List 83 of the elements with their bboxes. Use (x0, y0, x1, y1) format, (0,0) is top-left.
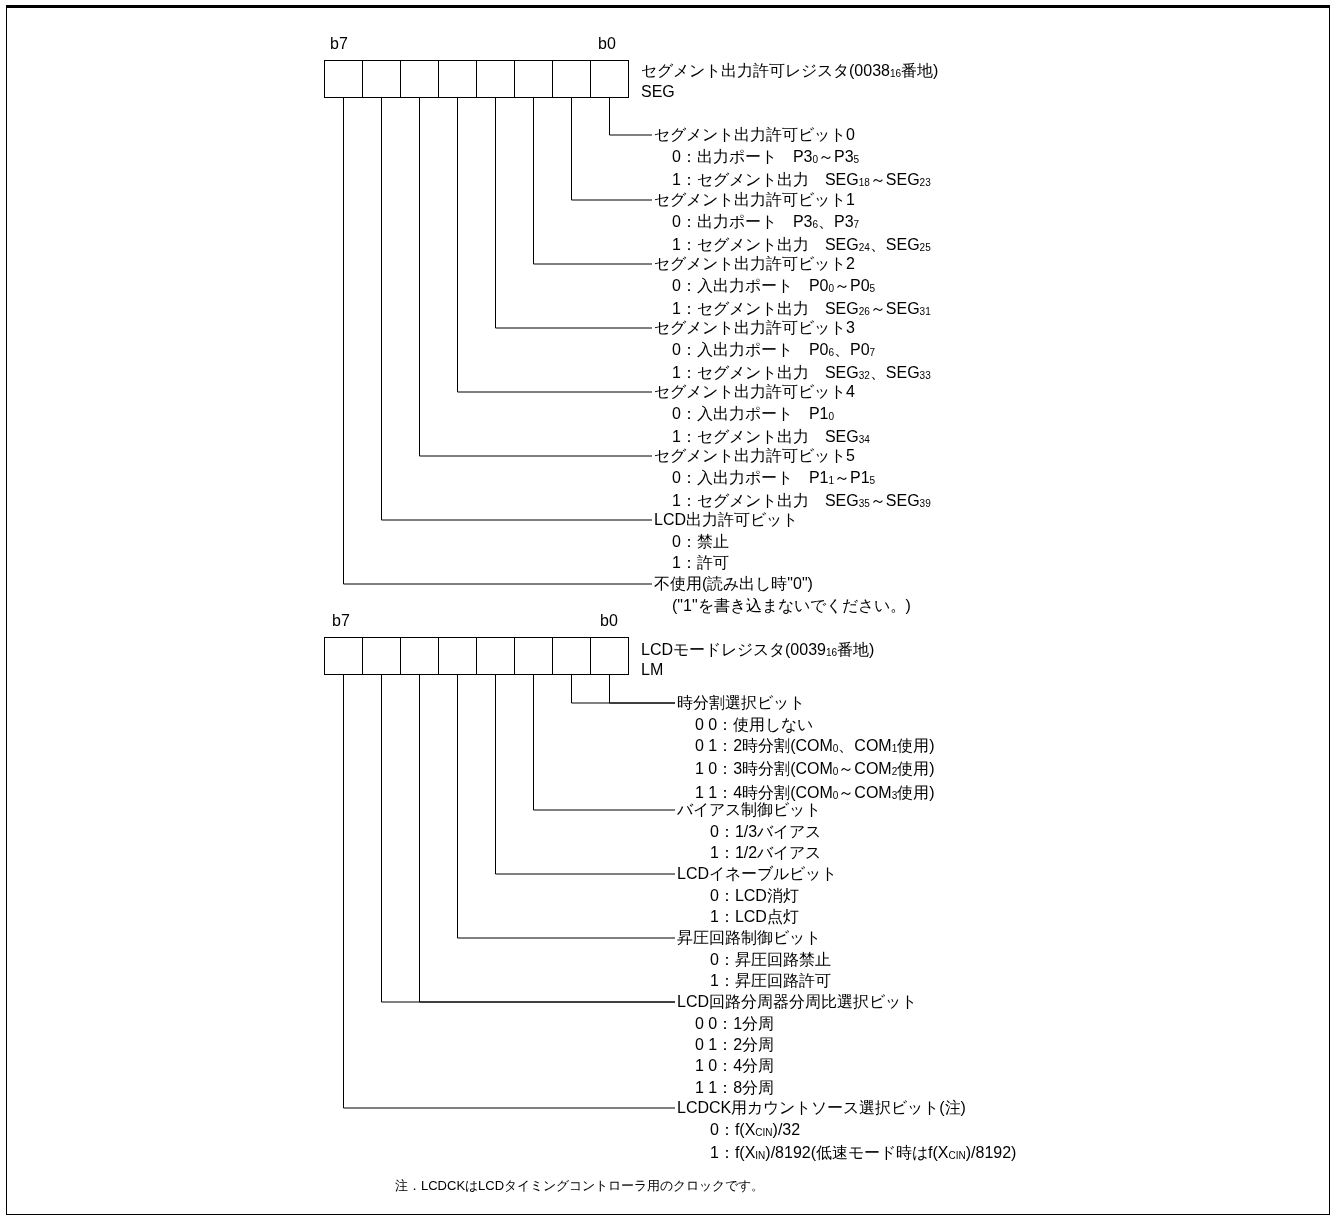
register-bit-cell (362, 60, 401, 98)
register-bit-cell (590, 637, 629, 675)
leader-line (495, 97, 653, 329)
bit-setting: 0：入出力ポート P1$_{1}$～P1$_{5}$ (672, 467, 876, 488)
register-bit-cell (552, 637, 591, 675)
register-symbol: LM (641, 660, 664, 680)
register-bit-cell (514, 637, 553, 675)
bit-setting: 0 1：2分周 (695, 1034, 775, 1055)
bit-setting: 0：出力ポート P3$_{6}$、P3$_{7}$ (672, 211, 860, 232)
bit-setting: ("1"を書き込まないでください。) (672, 595, 911, 616)
bit-name: LCD回路分周器分周比選択ビット (677, 992, 917, 1013)
bit-setting: 0 1：2時分割(COM$_{0}$、COM$_{1}$使用) (695, 735, 935, 756)
leader-line (533, 97, 653, 265)
bit-setting: 1：セグメント出力 SEG$_{24}$、SEG$_{25}$ (672, 234, 931, 255)
bit-setting: 1：f(X$_{IN}$)/8192(低速モード時はf(X$_{CIN}$)/8192) (710, 1142, 1017, 1163)
bit-name: LCDCK用カウントソース選択ビット(注) (677, 1098, 966, 1119)
register-name: セグメント出力許可レジスタ(0038$_{16}$番地) (641, 61, 939, 81)
bit-name: 昇圧回路制御ビット (677, 928, 821, 949)
footnote: 注．LCDCKはLCDタイミングコントローラ用のクロックです。 (395, 1177, 765, 1195)
bit-name: セグメント出力許可ビット2 (654, 254, 855, 275)
leader-line (609, 97, 653, 136)
bit-setting: 0：入出力ポート P0$_{0}$～P0$_{5}$ (672, 275, 876, 296)
bit-name: セグメント出力許可ビット3 (654, 318, 855, 339)
leader-line (419, 97, 653, 457)
bit-setting: 1：LCD点灯 (710, 906, 799, 927)
register-bit-cell (324, 60, 363, 98)
bit-name: セグメント出力許可ビット5 (654, 446, 855, 467)
bit-setting: 1 1：8分周 (695, 1077, 775, 1098)
register-symbol: SEG (641, 82, 675, 102)
bit-name: セグメント出力許可ビット4 (654, 382, 855, 403)
register-name: LCDモードレジスタ(0039$_{16}$番地) (641, 640, 875, 660)
bit-name: セグメント出力許可ビット0 (654, 125, 855, 146)
leader-line (457, 674, 676, 939)
bit-setting: 1：許可 (672, 552, 729, 573)
leader-line (495, 674, 676, 875)
bit-setting: 0：LCD消灯 (710, 885, 799, 906)
bit-setting: 0：入出力ポート P0$_{6}$、P0$_{7}$ (672, 339, 876, 360)
leader-line (609, 674, 676, 704)
leader-line (343, 97, 653, 585)
bit-setting: 0：f(X$_{CIN}$)/32 (710, 1119, 801, 1140)
register-bit-cell (476, 60, 515, 98)
register-bit-cell (324, 637, 363, 675)
bit-setting: 1：1/2バイアス (710, 842, 822, 863)
leader-line (533, 674, 676, 811)
bit-setting: 0：禁止 (672, 531, 729, 552)
register-bit-cell (362, 637, 401, 675)
bit-setting: 1 0：3時分割(COM$_{0}$～COM$_{2}$使用) (695, 759, 935, 780)
bit-setting: 1：セグメント出力 SEG$_{35}$～SEG$_{39}$ (672, 490, 931, 511)
register-bit-cell (476, 637, 515, 675)
bit-setting: 1：セグメント出力 SEG$_{32}$、SEG$_{33}$ (672, 362, 931, 383)
bit-name: 時分割選択ビット (677, 693, 805, 714)
bit-setting: 1 0：4分周 (695, 1056, 775, 1077)
bit-setting: 1：セグメント出力 SEG$_{34}$ (672, 426, 870, 447)
bit-setting: 1：昇圧回路許可 (710, 970, 831, 991)
bit-setting: 1：セグメント出力 SEG$_{26}$～SEG$_{31}$ (672, 298, 931, 319)
bit-setting: 0：1/3バイアス (710, 821, 822, 842)
bit-name: LCDイネーブルビット (677, 864, 837, 885)
bit-name: バイアス制御ビット (677, 801, 821, 821)
bit-setting: 0 0：使用しない (695, 714, 814, 735)
leader-line (571, 97, 653, 201)
bit-name: LCD出力許可ビット (654, 510, 798, 531)
bit-name: 不使用(読み出し時"0") (654, 574, 813, 595)
bit-setting: 0：出力ポート P3$_{0}$～P3$_{5}$ (672, 146, 860, 167)
bit-setting: 0：昇圧回路禁止 (710, 949, 831, 970)
bit-setting: 1：セグメント出力 SEG$_{18}$～SEG$_{23}$ (672, 169, 931, 190)
register-bit-cell (590, 60, 629, 98)
bit-setting: 0：入出力ポート P1$_{0}$ (672, 403, 835, 424)
leader-line (381, 97, 653, 521)
bit-number: b0 (598, 34, 616, 54)
bit-name: セグメント出力許可ビット1 (654, 190, 855, 211)
register-bit-cell (400, 637, 439, 675)
register-bit-cell (438, 637, 477, 675)
bit-number: b7 (332, 611, 350, 631)
bit-setting: 1 1：4時分割(COM$_{0}$～COM$_{3}$使用) (695, 782, 935, 802)
leader-line (343, 674, 676, 1109)
register-bit-cell (438, 60, 477, 98)
register-bit-cell (400, 60, 439, 98)
bit-number: b0 (600, 611, 618, 631)
register-bit-cell (552, 60, 591, 98)
bit-setting: 0 0：1分周 (695, 1013, 775, 1034)
bit-number: b7 (330, 34, 348, 54)
register-bit-cell (514, 60, 553, 98)
leader-line (457, 97, 653, 393)
